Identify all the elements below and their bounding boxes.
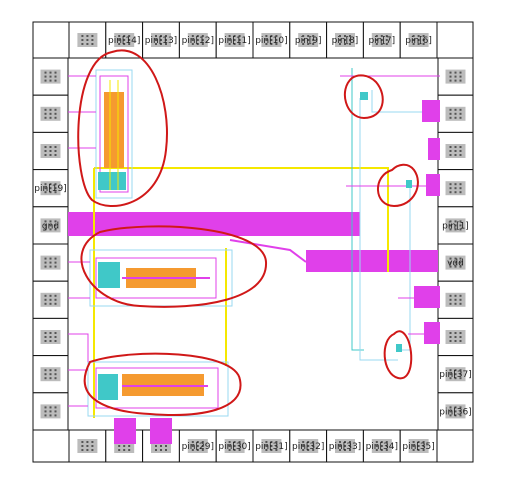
metal-pad <box>428 138 440 160</box>
annotation-loop <box>343 74 384 120</box>
pad-bottom <box>68 429 107 463</box>
pad-bottom: pin[30] <box>215 429 254 463</box>
pin-label: pin[35] <box>402 442 434 452</box>
pad-left: pin[19] <box>32 169 69 208</box>
pad-right <box>437 169 474 208</box>
pad-left <box>32 280 69 319</box>
pad-right <box>437 317 474 357</box>
metal-pad <box>426 174 440 196</box>
pin-label: gnd <box>42 221 59 231</box>
pin-label: pin[32] <box>292 442 324 452</box>
pad-left <box>32 317 69 357</box>
poly-route <box>128 167 389 272</box>
pin-label: pin[37] <box>439 370 471 380</box>
pin-label: pin[30] <box>218 442 250 452</box>
pad-column-left: pin[19] gnd <box>32 57 69 431</box>
pin-label: pin[14] <box>108 36 140 46</box>
pin-label: pin[7] <box>368 36 395 46</box>
gnd-rail <box>68 212 360 236</box>
metal-route <box>68 333 89 362</box>
pad-row-top: pin[14] pin[13] pin[12] pin[11] pin[10] pin[9… <box>68 21 438 59</box>
metal-pad <box>114 418 136 444</box>
pin-label: pin[8] <box>332 36 359 46</box>
pin-label: pin[13] <box>145 36 177 46</box>
pad-bottom: pin[35] <box>399 429 438 463</box>
pin-label: pin[34] <box>366 442 398 452</box>
pad-top: pin[13] <box>142 21 180 59</box>
pad-left <box>32 243 69 282</box>
pad-right <box>437 94 474 133</box>
metal-pad <box>422 100 440 122</box>
transistor-small <box>396 344 402 352</box>
pin-label: pin[11] <box>218 36 250 46</box>
pin-label: pin[36] <box>439 407 471 417</box>
pin-label: pin[19] <box>34 184 66 194</box>
pin-label: pin[9] <box>295 36 322 46</box>
pin-label: pin[12] <box>182 36 214 46</box>
pad-right <box>437 131 474 171</box>
metal-pad <box>150 418 172 444</box>
annotation-loop <box>83 352 242 416</box>
pin-label: pin[6] <box>405 36 432 46</box>
pad-right: vdd <box>437 243 474 282</box>
pad-bottom: pin[31] <box>252 429 291 463</box>
pad-top: pin[10] <box>252 21 291 59</box>
pin-label: pin[31] <box>255 442 287 452</box>
pin-label: vdd <box>447 259 464 269</box>
pad-right: pin[1] <box>437 206 474 245</box>
pad-right: pin[36] <box>437 392 474 431</box>
metal-pad <box>414 286 440 308</box>
annotation-loop <box>377 163 419 208</box>
pad-left <box>32 94 69 133</box>
pad-left <box>32 392 69 431</box>
pin-label: pin[1] <box>442 221 469 231</box>
pad-left <box>32 57 69 96</box>
pad-left <box>32 355 69 394</box>
transistor-small <box>406 180 412 188</box>
pad-left: gnd <box>32 206 69 245</box>
pad-top: pin[6] <box>399 21 438 59</box>
pad-top: pin[12] <box>178 21 217 59</box>
annotation-loop <box>80 225 268 308</box>
pad-top: pin[9] <box>289 21 328 59</box>
pad-top: pin[11] <box>215 21 254 59</box>
pad-bottom: pin[29] <box>178 429 217 463</box>
pad-right: pin[37] <box>437 355 474 394</box>
pad-bottom: pin[33] <box>326 429 364 463</box>
transistor-block-bottom <box>87 361 229 417</box>
annotation-loop <box>383 330 413 380</box>
pad-bottom: pin[32] <box>289 429 328 463</box>
pad-top <box>68 21 107 59</box>
pad-right <box>437 280 474 319</box>
transistor-block-vertical <box>95 69 133 199</box>
annotation-loop <box>77 49 168 207</box>
transistor-small <box>360 92 368 100</box>
pad-top: pin[7] <box>362 21 401 59</box>
pad-right <box>437 57 474 96</box>
metal-pad <box>424 322 440 344</box>
pad-column-right: pin[1] vdd pin[37] pin[36] <box>437 57 474 431</box>
pin-label: pin[33] <box>329 442 361 452</box>
pin-label: pin[10] <box>255 36 287 46</box>
pad-top: pin[8] <box>326 21 364 59</box>
via-route <box>371 90 422 113</box>
pad-left <box>32 131 69 171</box>
pin-label: pin[29] <box>182 442 214 452</box>
transistor-block-middle <box>89 249 233 307</box>
vdd-rail <box>306 250 438 272</box>
pad-bottom: pin[34] <box>362 429 401 463</box>
